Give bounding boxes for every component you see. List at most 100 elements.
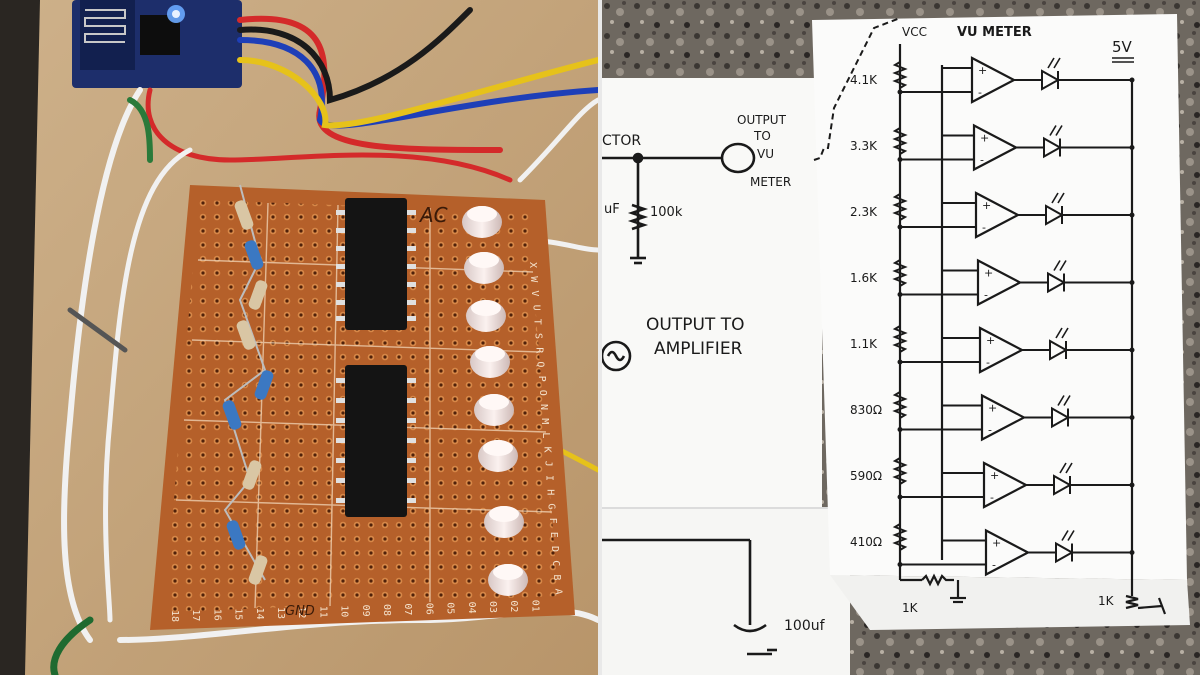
op-amp-minus: - (992, 559, 996, 572)
row-letter: T (531, 319, 542, 325)
op-amp-plus: + (992, 537, 1001, 550)
led-symbol (1053, 474, 1073, 496)
wires (50, 7, 598, 675)
comparator-stage: +- (897, 123, 1135, 172)
op-amp-triangle (970, 56, 1017, 104)
resistor-chain (222, 184, 274, 585)
output-vu-line3: VU (757, 147, 774, 161)
row-letter: L (540, 432, 551, 438)
row-letter: H (545, 489, 556, 495)
output-vu-line1: OUTPUT (737, 113, 787, 127)
led (464, 252, 504, 284)
op-amp-plus: + (984, 267, 993, 280)
led-resistor-label: 1K (1098, 594, 1115, 608)
column-number: 15 (233, 608, 244, 620)
comparator-stages: +-+-+-+-+-+-+-+- (897, 56, 1135, 577)
comparator-stage: +- (897, 56, 1135, 104)
column-number: 16 (211, 609, 222, 621)
led (470, 346, 510, 378)
column-number: 09 (360, 605, 371, 617)
op-amp-minus: - (982, 221, 986, 234)
column-number: 07 (402, 603, 413, 615)
vu-meter-title: VU METER (957, 25, 1032, 40)
column-number: 06 (423, 603, 434, 615)
column-number: 17 (190, 609, 201, 621)
output-vu-line2: TO (753, 129, 771, 143)
column-number: 11 (317, 606, 328, 618)
row-letter: Q (535, 361, 546, 367)
schematic-paper (812, 14, 1190, 630)
row-letter: C (550, 560, 561, 566)
op-amp-triangle (974, 191, 1021, 239)
column-number: 12 (296, 606, 307, 618)
op-amp-minus: - (986, 356, 990, 369)
op-amp-triangle (982, 461, 1029, 509)
ic-chip-bottom (336, 365, 416, 517)
row-letter: D (549, 546, 560, 552)
row-letter: V (529, 290, 540, 296)
ladder-resistor-label: 1.1K (850, 337, 878, 351)
op-amp-triangle (972, 123, 1019, 172)
comparator-stage: +- (897, 461, 1135, 509)
row-letter: X (527, 262, 538, 268)
op-amp-minus: - (988, 424, 992, 437)
ladder-resistor-label: 830Ω (850, 403, 882, 417)
op-amp-minus: - (978, 86, 982, 99)
row-letter: F (547, 518, 558, 524)
amp-line1: OUTPUT TO (646, 315, 744, 335)
op-amp-plus: + (988, 402, 997, 415)
schematic-photo: CTOR OUTPUT TO VU METER uF 100k OUTPUT T… (602, 0, 1200, 675)
vu-meter-circuit (898, 44, 1167, 615)
bottom-resistor-label: 1K (902, 601, 919, 615)
op-amp-minus: - (990, 491, 994, 504)
ladder-resistor (892, 325, 908, 353)
op-amp-triangle (978, 326, 1025, 374)
link-wire (813, 17, 901, 161)
bluetooth-module (72, 0, 242, 88)
row-letter: K (541, 447, 552, 453)
led-symbol (1049, 339, 1069, 361)
op-amp-plus: + (978, 64, 987, 77)
led-symbol (1041, 69, 1061, 91)
led-column (462, 206, 528, 596)
ladder-resistor-label: 3.3K (850, 139, 878, 153)
row-letter: J (542, 461, 553, 467)
led-symbol (1045, 204, 1065, 226)
bottom-cap-label: 100uf (784, 618, 826, 634)
column-number: 05 (445, 602, 456, 614)
amp-line2: AMPLIFIER (654, 339, 743, 359)
led (478, 440, 518, 472)
op-amp-plus: + (980, 132, 989, 145)
board-ac-label: AC (418, 203, 448, 227)
column-number: 13 (275, 607, 286, 619)
row-letter: P (536, 376, 547, 382)
column-number: 14 (254, 608, 265, 620)
res-100k-label: 100k (650, 205, 683, 220)
row-letter: R (534, 347, 545, 354)
ladder-resistor-label: 2.3K (850, 205, 878, 219)
ladder-resistor (892, 61, 908, 89)
vcc-label: VCC (902, 25, 927, 39)
comparator-stage: +- (897, 258, 1135, 307)
op-amp-plus: + (982, 199, 991, 212)
ladder-resistor (892, 457, 908, 485)
op-amp-minus: - (980, 154, 984, 167)
comparator-stage: +- (897, 393, 1135, 442)
ladder-resistor-label: 590Ω (850, 469, 882, 483)
row-letter: B (551, 574, 562, 580)
column-number: 02 (508, 600, 519, 612)
row-letter: O (537, 390, 548, 396)
supply-voltage-label: 5V (1112, 38, 1133, 56)
ladder-resistor-label: 4.1K (850, 73, 878, 87)
led (474, 394, 514, 426)
ladder-resistor (892, 391, 908, 419)
ladder-resistor-label: 1.6K (850, 271, 878, 285)
op-amp-triangle (976, 258, 1023, 307)
op-amp-triangle (980, 393, 1027, 442)
led-symbol (1047, 271, 1067, 294)
ladder-resistor (892, 193, 908, 221)
